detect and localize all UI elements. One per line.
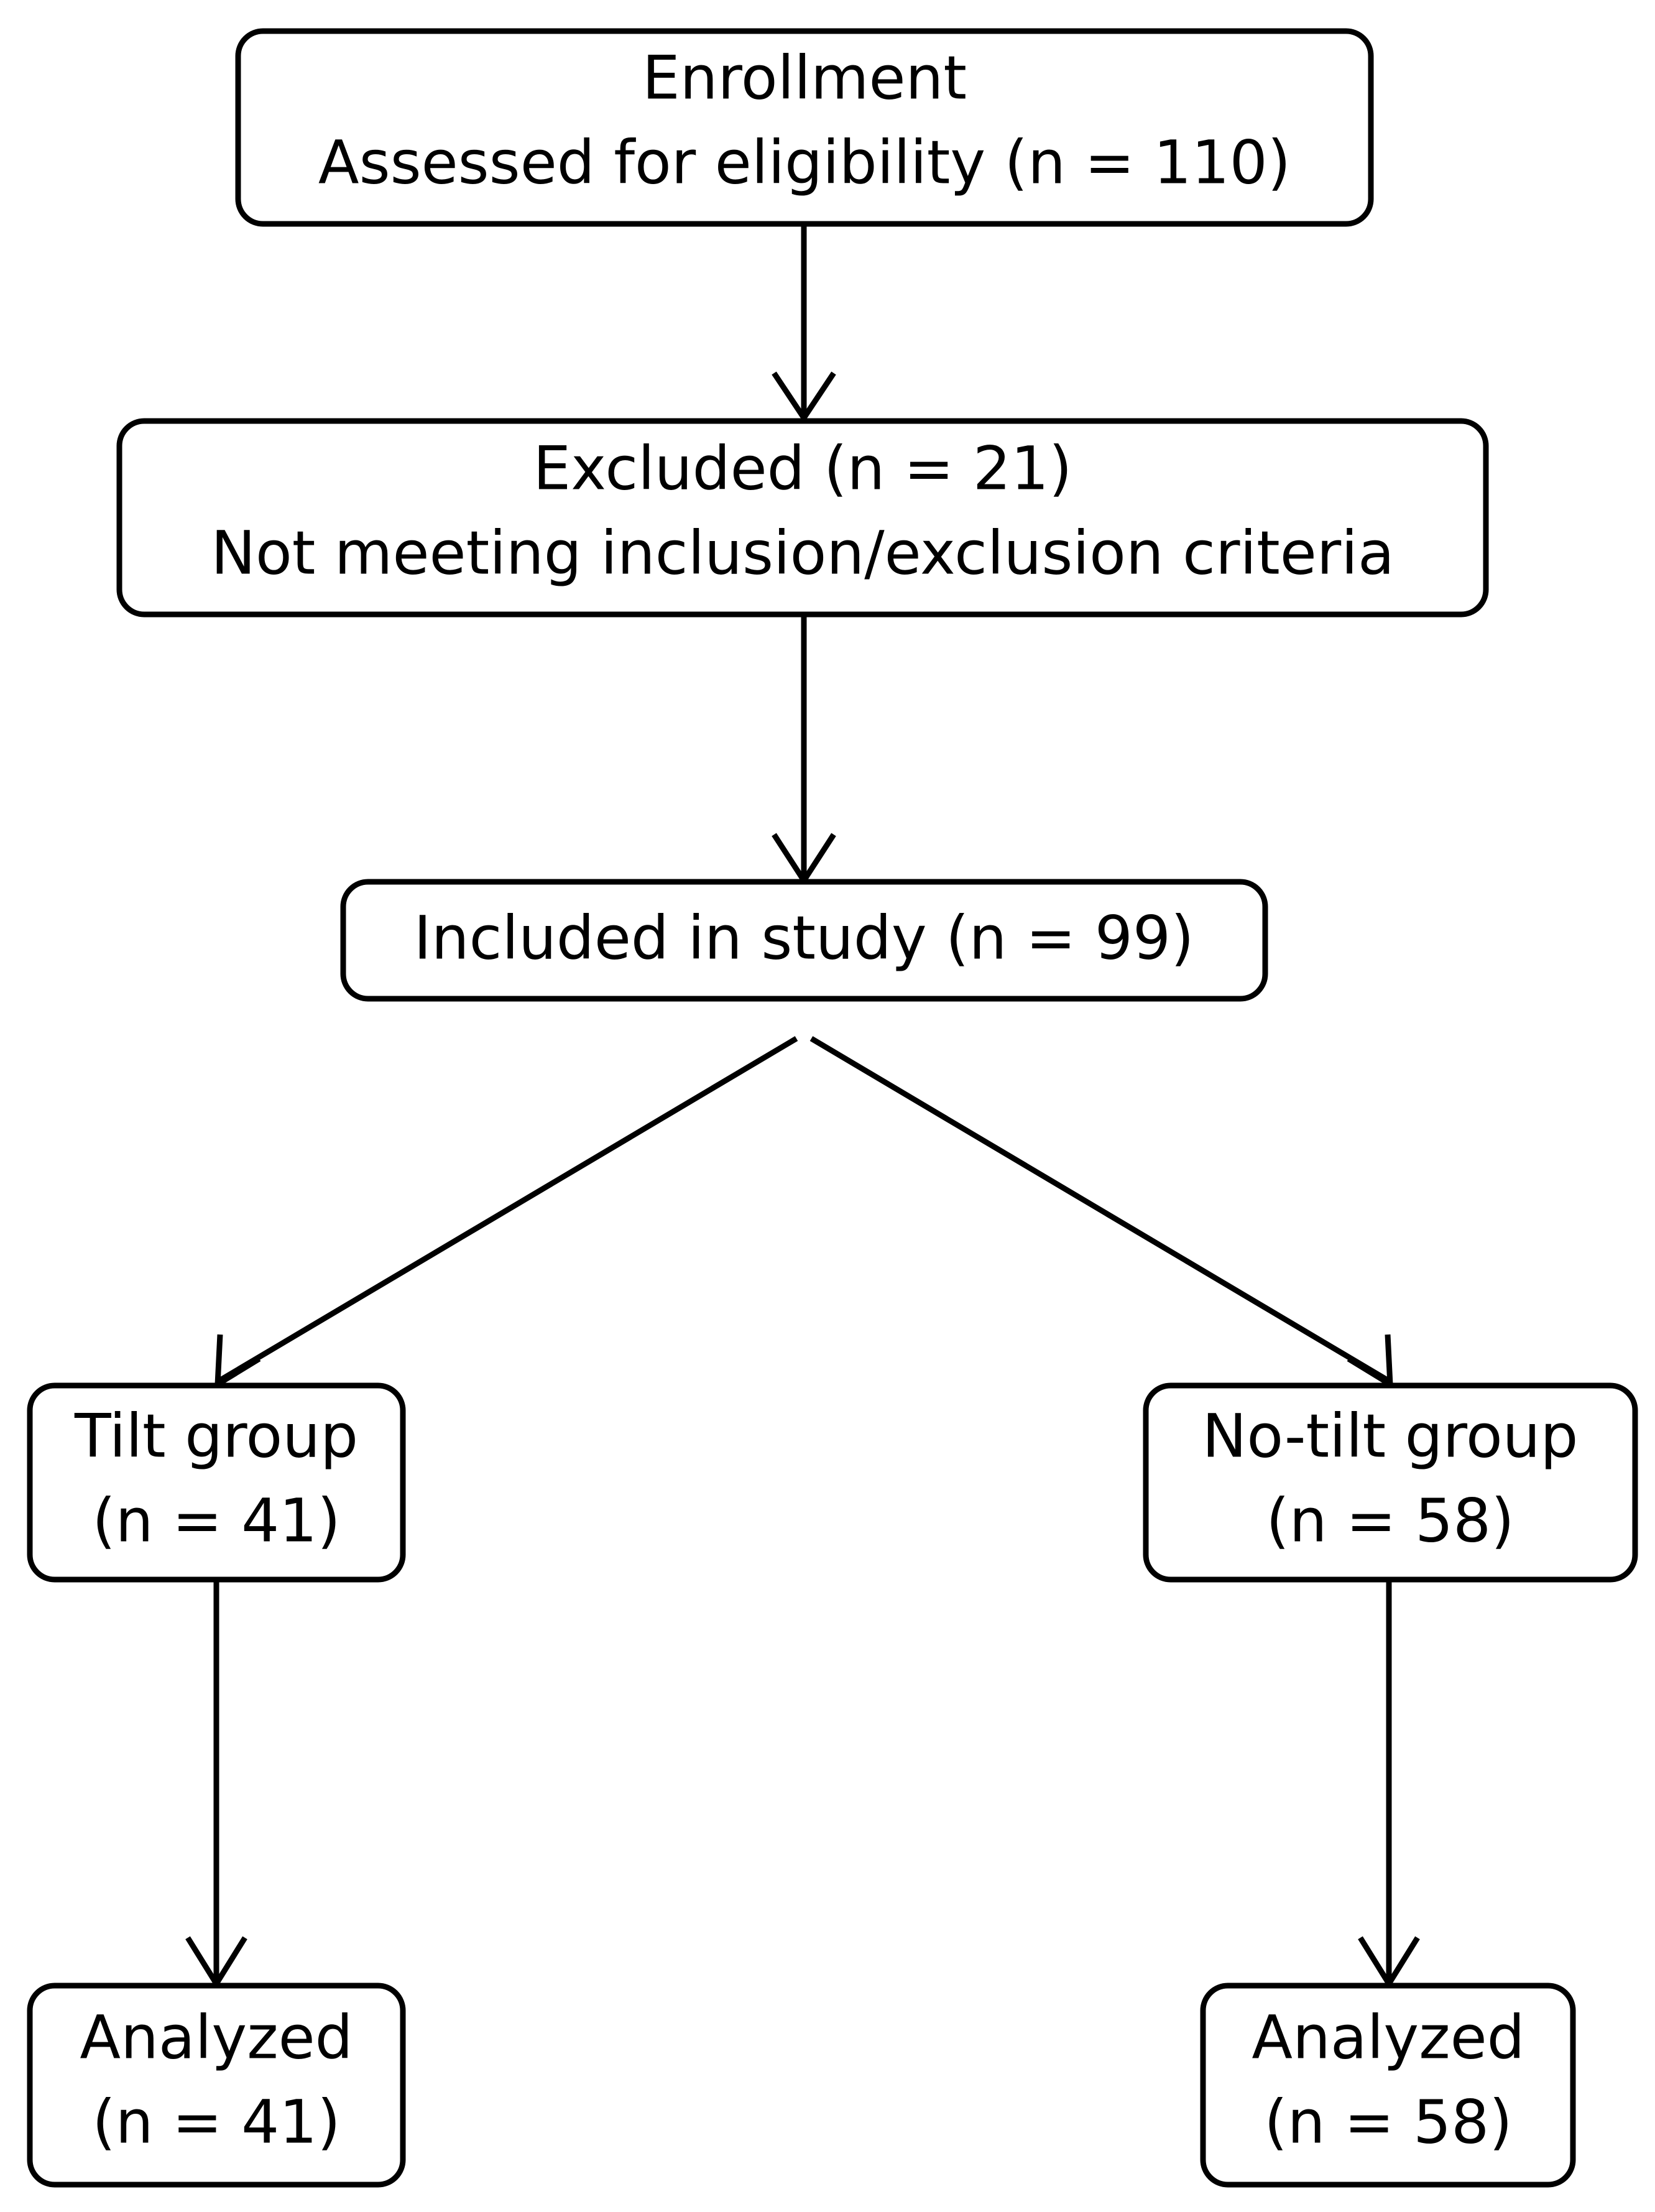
tilt-group-line-2: (n = 41) (92, 1486, 340, 1555)
enrollment-line-2: Assessed for eligibility (n = 110) (318, 127, 1291, 197)
excluded-box-shape (116, 418, 1489, 618)
analyzed-no-tilt-line-2: (n = 58) (1264, 2087, 1512, 2157)
included-line-1: Included in study (n = 99) (413, 903, 1194, 973)
edge-included-to-tilt-group (214, 1036, 798, 1390)
no-tilt-group-line-1: No-tilt group (1202, 1401, 1579, 1471)
edge-tilt-group-to-analyzed (185, 1580, 247, 1989)
enrollment-box-shape (235, 28, 1374, 227)
tilt-group-line-1: Tilt group (74, 1401, 358, 1471)
analyzed-tilt-box-shape (27, 1983, 406, 2188)
included-box[interactable]: Included in study (n = 99) (340, 879, 1268, 1002)
excluded-line-2: Not meeting inclusion/exclusion criteria (211, 518, 1395, 588)
enrollment-box[interactable]: Enrollment Assessed for eligibility (n =… (235, 28, 1374, 227)
analyzed-tilt-box[interactable]: Analyzed (n = 41) (27, 1983, 406, 2188)
analyzed-tilt-line-1: Analyzed (80, 2002, 353, 2072)
edge-enrollment-to-excluded (772, 224, 836, 423)
no-tilt-group-line-2: (n = 58) (1266, 1486, 1514, 1555)
analyzed-tilt-line-2: (n = 41) (92, 2087, 340, 2157)
analyzed-no-tilt-box[interactable]: Analyzed (n = 58) (1200, 1983, 1576, 2188)
analyzed-no-tilt-line-1: Analyzed (1252, 2002, 1524, 2072)
excluded-box[interactable]: Excluded (n = 21) Not meeting inclusion/… (116, 418, 1489, 618)
included-box-shape (340, 879, 1268, 1002)
excluded-line-1: Excluded (n = 21) (533, 433, 1072, 503)
tilt-group-box[interactable]: Tilt group (n = 41) (27, 1382, 406, 1583)
edge-no-tilt-group-to-analyzed (1358, 1580, 1420, 1989)
enrollment-line-1: Enrollment (642, 43, 967, 113)
no-tilt-group-box[interactable]: No-tilt group (n = 58) (1143, 1382, 1638, 1583)
edge-included-to-no-tilt-group (809, 1036, 1393, 1390)
edge-excluded-to-included (772, 614, 836, 886)
analyzed-no-tilt-box-shape (1200, 1983, 1576, 2188)
tilt-group-box-shape (27, 1382, 406, 1583)
no-tilt-group-box-shape (1143, 1382, 1638, 1583)
